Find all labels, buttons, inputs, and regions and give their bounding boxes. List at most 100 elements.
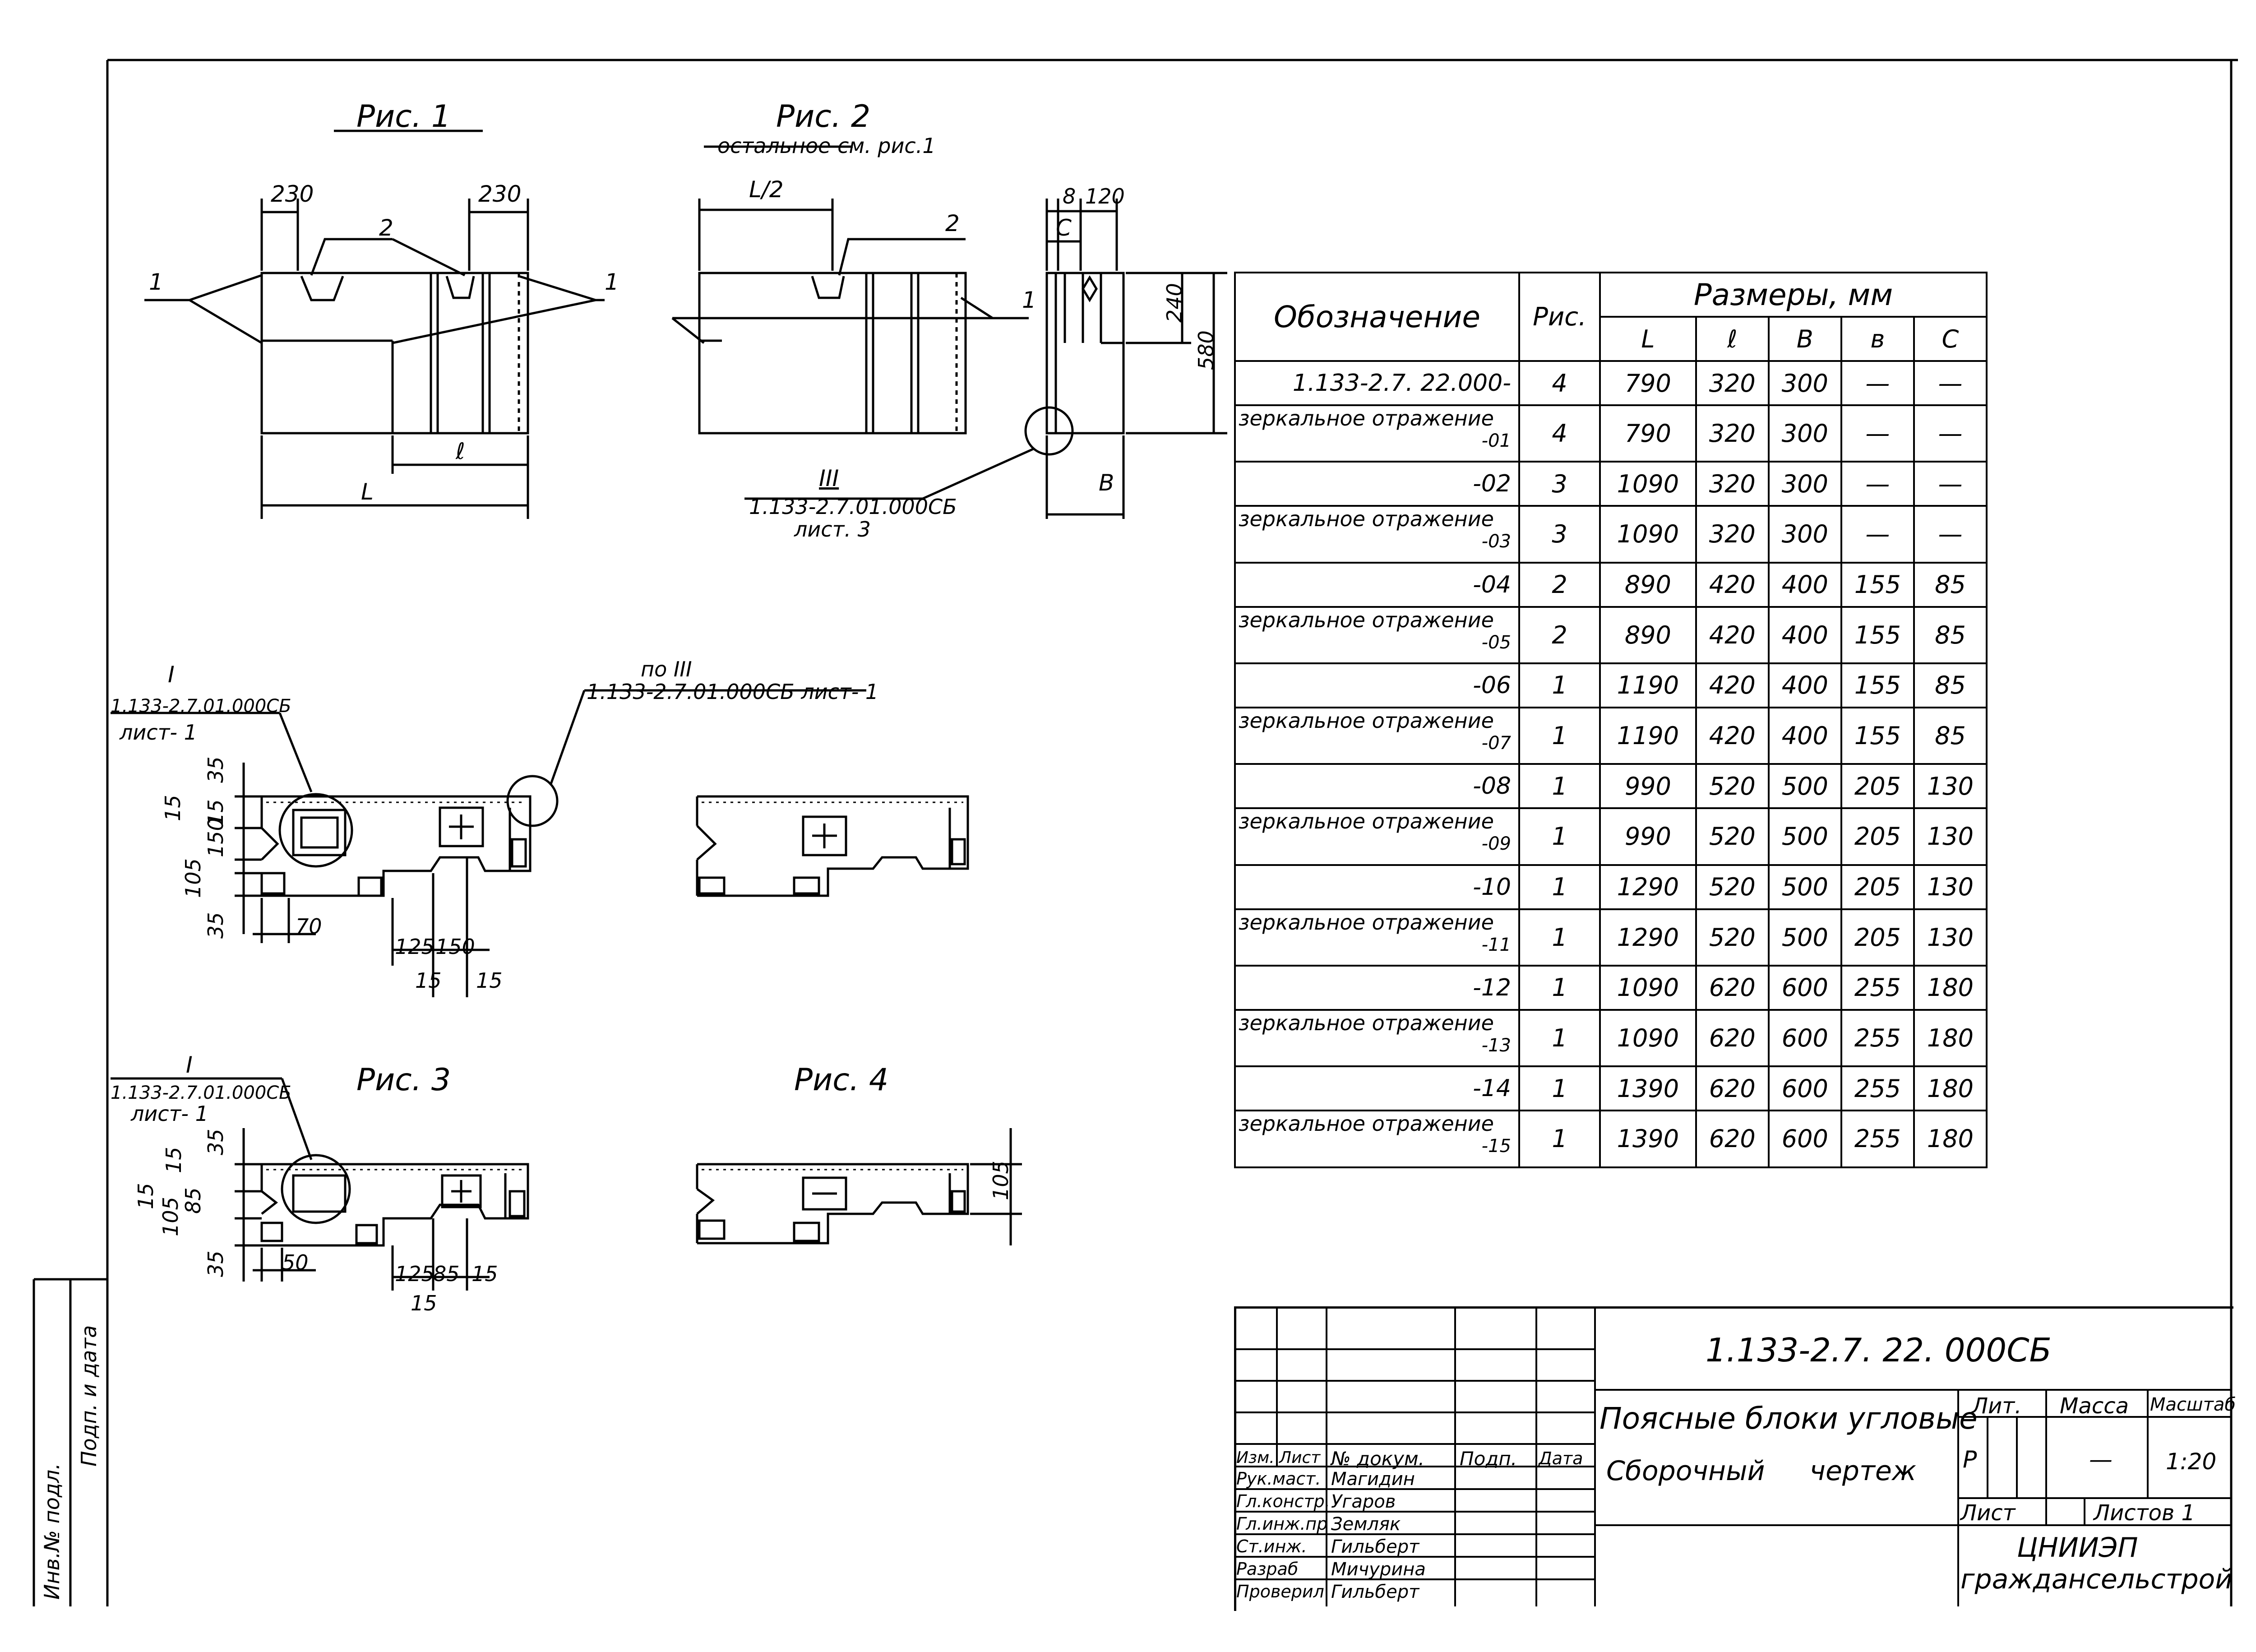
cell-L: 1090 (1599, 461, 1697, 507)
cell-l: 520 (1695, 908, 1770, 967)
side-strip-inv: Инв.№ подл. (40, 1463, 64, 1600)
cell-B: 600 (1767, 964, 1842, 1011)
tb-mass-value: — (2089, 1446, 2113, 1473)
detail-top-d70: 70 (296, 914, 322, 939)
tb-lit-value: Р (1963, 1446, 1977, 1473)
cell-B: 400 (1767, 561, 1842, 608)
table-col-b: в (1840, 316, 1915, 362)
cell-B: 500 (1767, 763, 1842, 810)
cell-l: 420 (1695, 662, 1770, 708)
tb-header-scale: Масштаб (2150, 1394, 2236, 1415)
cell-c: — (1913, 505, 1988, 564)
cell-L: 890 (1599, 606, 1697, 664)
cell-L: 990 (1599, 763, 1697, 810)
cell-L: 790 (1599, 404, 1697, 463)
fig1-dim-230-left: 230 (271, 181, 314, 207)
detail-bottom-d125: 125 (395, 1262, 435, 1286)
fig2-dim-half-L: L/2 (749, 176, 784, 203)
cell-B: 300 (1767, 461, 1842, 507)
cell-b: 255 (1840, 964, 1915, 1011)
cell-c: 180 (1913, 1009, 1988, 1068)
fig2-callout-num: III (819, 465, 839, 491)
fig2-dim-8: 8 (1063, 184, 1076, 208)
cell-fig: 1 (1518, 1065, 1601, 1112)
cell-B: 400 (1767, 662, 1842, 708)
tb-org-line1: ЦНИИЭП (2017, 1532, 2138, 1564)
row-code: -09 (1481, 833, 1511, 855)
cell-l: 320 (1695, 505, 1770, 564)
table-col-B: B (1767, 316, 1842, 362)
cell-L: 1190 (1599, 706, 1697, 765)
cell-B: 400 (1767, 706, 1842, 765)
detail-top-by-ref: 1.133-2.7.01.000СБ лист- 1 (587, 680, 879, 704)
tb-sheet-label: Лист (1960, 1500, 2016, 1526)
cell-B: 300 (1767, 360, 1842, 406)
doc-name-line2: Сборочный чертеж (1606, 1455, 1916, 1487)
tb-role: Рук.маст. (1236, 1469, 1321, 1489)
fig2-dim-c: C (1056, 215, 1072, 241)
cell-b: 205 (1840, 864, 1915, 910)
detail-top-d125: 125 (395, 935, 435, 959)
fig2-dim-B: B (1099, 470, 1114, 496)
cell-b: — (1840, 461, 1915, 507)
cell-fig: 1 (1518, 1009, 1601, 1068)
cell-fig: 1 (1518, 1110, 1601, 1168)
fig1-dim-230-right: 230 (478, 181, 522, 207)
row-designation: зеркальное отражение-15 (1234, 1110, 1520, 1168)
cell-c: 85 (1913, 662, 1988, 708)
fig2-callout-ref: 1.133-2.7.01.000СБ (749, 495, 957, 519)
cell-c: — (1913, 360, 1988, 406)
cell-fig: 1 (1518, 706, 1601, 765)
mirror-label: зеркальное отражение (1239, 809, 1494, 834)
mirror-label: зеркальное отражение (1239, 406, 1494, 430)
row-designation: зеркальное отражение-09 (1234, 807, 1520, 866)
cell-L: 1090 (1599, 505, 1697, 564)
fig2-leader-1: 1 (1022, 287, 1036, 313)
cell-c: 130 (1913, 908, 1988, 967)
cell-l: 520 (1695, 763, 1770, 810)
detail-bottom-d15c: 15 (411, 1291, 437, 1315)
cell-L: 1390 (1599, 1110, 1697, 1168)
side-strip-sign: Подп. и дата (77, 1325, 101, 1467)
cell-b: 205 (1840, 763, 1915, 810)
cell-c: 85 (1913, 706, 1988, 765)
row-code: -04 (1473, 571, 1511, 598)
table-header-designation: Обозначение (1234, 272, 1520, 362)
cell-B: 600 (1767, 1110, 1842, 1168)
cell-fig: 3 (1518, 461, 1601, 507)
tb-org-line2: граждансельстрой (1960, 1564, 2233, 1595)
row-designation: -02 (1234, 461, 1520, 507)
fig3-title: Рис. 3 (356, 1062, 451, 1098)
tb-header-doc: № докум. (1331, 1448, 1425, 1470)
row-designation: -08 (1234, 763, 1520, 810)
cell-L: 990 (1599, 807, 1697, 866)
cell-c: 180 (1913, 964, 1988, 1011)
tb-role: Ст.инж. (1236, 1536, 1307, 1556)
tb-header-mass: Масса (2060, 1393, 2129, 1419)
cell-L: 1390 (1599, 1065, 1697, 1112)
cell-b: — (1840, 404, 1915, 463)
cell-fig: 1 (1518, 763, 1601, 810)
detail-bottom-d85b: 85 (433, 1262, 460, 1286)
row-designation: зеркальное отражение-03 (1234, 505, 1520, 564)
row-designation: зеркальное отражение-01 (1234, 404, 1520, 463)
row-code: 1.133-2.7. 22.000- (1292, 370, 1511, 397)
cell-l: 320 (1695, 360, 1770, 406)
cell-c: 180 (1913, 1110, 1988, 1168)
detail-top-ref: 1.133-2.7.01.000СБ (111, 696, 291, 717)
cell-l: 620 (1695, 1065, 1770, 1112)
cell-fig: 2 (1518, 606, 1601, 664)
cell-c: — (1913, 404, 1988, 463)
fig1-dim-L: L (361, 479, 374, 505)
row-code: -01 (1481, 430, 1511, 451)
fig1-title: Рис. 1 (356, 99, 451, 134)
row-code: -03 (1481, 531, 1511, 552)
cell-L: 1190 (1599, 662, 1697, 708)
